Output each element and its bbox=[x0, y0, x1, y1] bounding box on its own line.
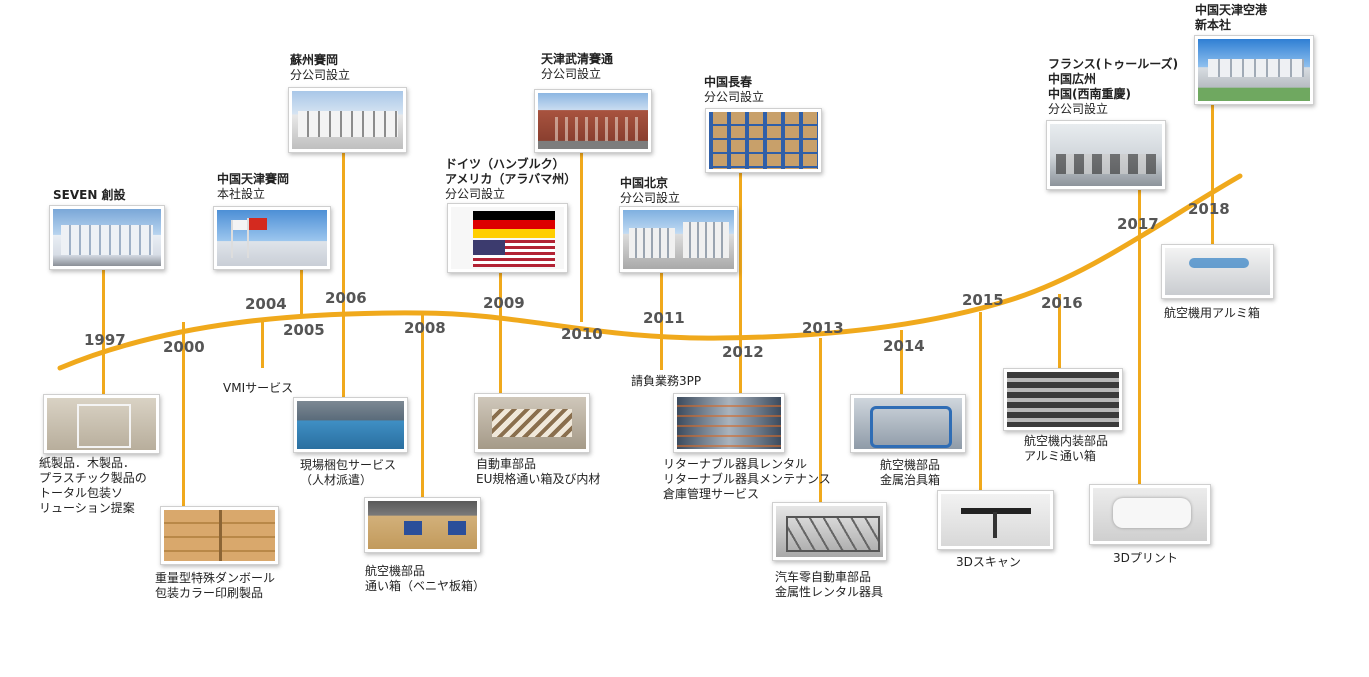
pole-2010 bbox=[580, 150, 583, 322]
event-2004-label: 中国天津賽岡 本社設立 bbox=[217, 172, 290, 201]
pole-2017 bbox=[1138, 190, 1141, 484]
pole-2009 bbox=[499, 272, 502, 395]
photo-2006-suzhou bbox=[288, 87, 407, 153]
photo-2009-eu-box bbox=[474, 393, 590, 453]
photo-2018-airport-hq bbox=[1194, 35, 1314, 105]
photo-2014-metal-jig bbox=[850, 394, 966, 453]
event-2011-label: 中国北京 分公司設立 bbox=[620, 176, 681, 205]
photo-2004-hq bbox=[213, 206, 331, 270]
event-2015-service: 3Dスキャン bbox=[956, 555, 1021, 569]
event-2009-label: ドイツ（ハンブルク） アメリカ（アラバマ州） 分公司設立 bbox=[445, 157, 577, 201]
event-2018-service: 航空機用アルミ箱 bbox=[1164, 306, 1260, 320]
pole-2015 bbox=[979, 312, 982, 490]
year-label: 2015 bbox=[962, 291, 1004, 309]
usa-flag-icon bbox=[473, 240, 555, 267]
event-2017-service: 3Dプリント bbox=[1113, 551, 1178, 565]
year-label: 2004 bbox=[245, 295, 287, 313]
photo-2012-warehouse bbox=[673, 393, 785, 453]
event-2011-service: 請負業務3PP bbox=[631, 374, 702, 388]
year-label: 2009 bbox=[483, 294, 525, 312]
event-2006-services: 現場梱包サービス （人材派遣） bbox=[300, 458, 397, 487]
photo-2008-plywood bbox=[364, 497, 481, 553]
year-label: 2010 bbox=[561, 325, 603, 343]
germany-flag-icon bbox=[473, 211, 555, 238]
pole-2013 bbox=[819, 338, 822, 502]
year-label: 2006 bbox=[325, 289, 367, 307]
photo-1997-building bbox=[49, 205, 165, 270]
photo-2017-3d-print bbox=[1089, 484, 1211, 545]
photo-2006-packing bbox=[293, 397, 408, 453]
pole-2012 bbox=[739, 172, 742, 394]
year-label: 2008 bbox=[404, 319, 446, 337]
pole-2014 bbox=[900, 330, 903, 394]
photo-2009-flags bbox=[447, 203, 568, 273]
year-label: 2018 bbox=[1188, 200, 1230, 218]
event-2014-services: 航空機部品 金属治具箱 bbox=[880, 458, 941, 487]
pole-2004 bbox=[300, 268, 303, 318]
pole-2006 bbox=[342, 152, 345, 397]
year-label: 2014 bbox=[883, 337, 925, 355]
photo-1997-products bbox=[43, 394, 160, 454]
year-label: 2005 bbox=[283, 321, 325, 339]
year-label: 2011 bbox=[643, 309, 685, 327]
photo-2013-metal-rack bbox=[772, 502, 887, 561]
pole-1997 bbox=[102, 268, 105, 396]
event-2016-services: 航空機内装部品 アルミ通い箱 bbox=[1024, 434, 1109, 463]
event-2000-services: 重量型特殊ダンボール 包装カラー印刷製品 bbox=[155, 571, 276, 600]
year-label: 2016 bbox=[1041, 294, 1083, 312]
event-2010-label: 天津武清賽通 分公司設立 bbox=[541, 52, 614, 81]
pole-2005 bbox=[261, 318, 264, 368]
year-label: 2013 bbox=[802, 319, 844, 337]
photo-2011-beijing bbox=[619, 206, 738, 273]
photo-2016-interior-box bbox=[1003, 368, 1123, 431]
event-1997-title: SEVEN 創設 bbox=[53, 188, 126, 202]
event-2017-label: フランス(トゥールーズ) 中国広州 中国(西南重慶) 分公司設立 bbox=[1048, 57, 1179, 116]
event-2018-label: 中国天津空港 新本社 bbox=[1195, 3, 1268, 32]
photo-2000-cardboard bbox=[160, 506, 279, 565]
photo-2012-changchun bbox=[705, 108, 822, 173]
pole-2018 bbox=[1211, 105, 1214, 245]
event-2005-vmi: VMIサービス bbox=[223, 381, 294, 395]
event-2009-services: 自動車部品 EU規格通い箱及び内材 bbox=[476, 457, 601, 486]
event-2006-label: 蘇州賽岡 分公司設立 bbox=[290, 53, 351, 82]
event-2013-services: 汽车零自動車部品 金属性レンタル器具 bbox=[775, 570, 884, 599]
photo-2015-3d-scan bbox=[937, 490, 1054, 550]
photo-2018-aluminum-box bbox=[1161, 244, 1274, 299]
event-1997-services: 紙製品．木製品． プラスチック製品の トータル包装ソ リューション提案 bbox=[39, 456, 147, 515]
event-2012-label: 中国長春 分公司設立 bbox=[704, 75, 765, 104]
pole-2016 bbox=[1058, 294, 1061, 368]
year-label: 2000 bbox=[163, 338, 205, 356]
pole-2000 bbox=[182, 322, 185, 508]
year-label: 1997 bbox=[84, 331, 126, 349]
event-2012-services: リターナブル器具レンタル リターナブル器具メンテナンス 倉庫管理サービス bbox=[663, 457, 831, 501]
photo-2010-wuqing bbox=[534, 89, 652, 153]
photo-2017-office bbox=[1046, 120, 1166, 190]
year-label: 2017 bbox=[1117, 215, 1159, 233]
year-label: 2012 bbox=[722, 343, 764, 361]
event-2008-services: 航空機部品 通い箱（ベニヤ板箱） bbox=[365, 564, 486, 593]
pole-2008 bbox=[421, 313, 424, 498]
pole-2011 bbox=[660, 272, 663, 370]
